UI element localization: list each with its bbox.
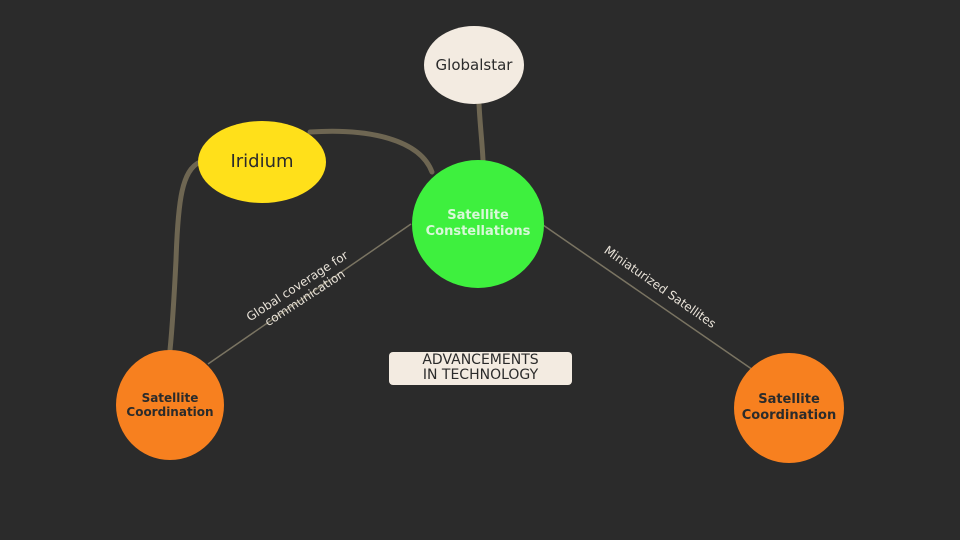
node-coord-right-line1: Satellite xyxy=(758,392,820,408)
node-satellite-coordination-right[interactable]: Satellite Coordination xyxy=(734,353,844,463)
node-constellations-line2: Constellations xyxy=(425,224,531,239)
node-satellite-constellations[interactable]: Satellite Constellations xyxy=(412,160,544,288)
link-constellations-coordination-right xyxy=(542,224,757,373)
node-coord-left-line1: Satellite xyxy=(141,390,199,405)
link-iridium-coordination-left xyxy=(167,159,203,353)
node-globalstar[interactable]: Globalstar xyxy=(424,26,524,104)
link-constellations-coordination-left xyxy=(207,223,412,365)
node-coord-left-line2: Coordination xyxy=(126,405,214,419)
node-globalstar-label: Globalstar xyxy=(435,56,513,74)
link-globalstar-constellations xyxy=(476,101,486,163)
central-topic-line1: ADVANCEMENTS xyxy=(422,352,539,368)
node-satellite-coordination-left[interactable]: Satellite Coordination xyxy=(116,350,224,460)
node-iridium-label: Iridium xyxy=(230,151,294,173)
central-topic-label[interactable]: ADVANCEMENTS IN TECHNOLOGY xyxy=(389,352,572,385)
node-coord-right-line2: Coordination xyxy=(741,408,837,423)
node-iridium[interactable]: Iridium xyxy=(198,121,326,203)
link-iridium-constellations xyxy=(307,128,435,175)
node-constellations-line1: Satellite xyxy=(447,208,509,224)
central-topic-line2: IN TECHNOLOGY xyxy=(422,367,539,383)
